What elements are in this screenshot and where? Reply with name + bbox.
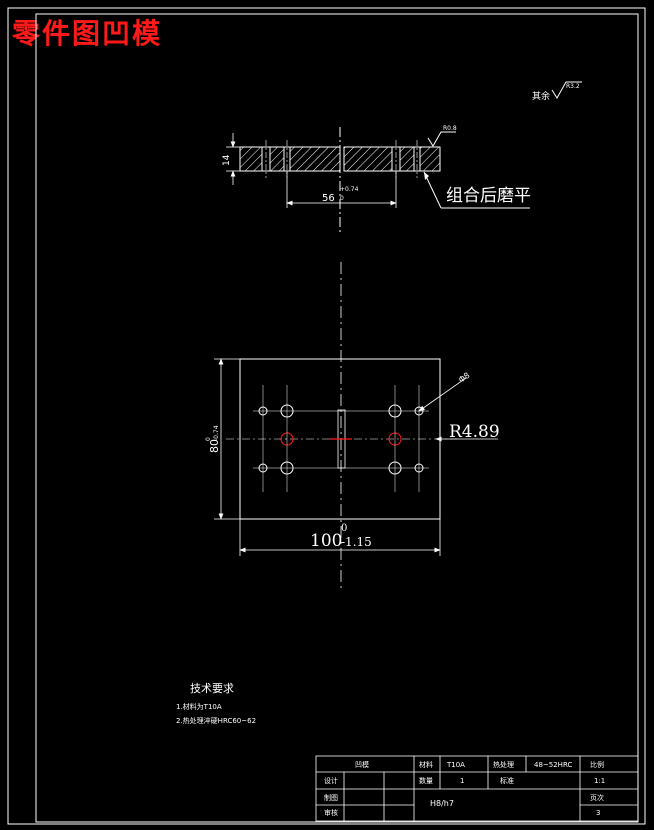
svg-text:R0.8: R0.8 bbox=[443, 125, 457, 132]
svg-text:14: 14 bbox=[222, 154, 232, 166]
svg-text:页次: 页次 bbox=[590, 793, 604, 802]
grind-note: 组合后磨平 bbox=[446, 186, 531, 206]
svg-text:T10A: T10A bbox=[446, 761, 465, 769]
svg-text:+0.74: +0.74 bbox=[340, 186, 359, 193]
radius-label: R4.89 bbox=[449, 422, 500, 442]
svg-text:-0.74: -0.74 bbox=[213, 425, 220, 441]
svg-text:审核: 审核 bbox=[324, 808, 338, 817]
svg-text:1: 1 bbox=[460, 777, 464, 785]
svg-text:R3.2: R3.2 bbox=[566, 83, 580, 90]
outer-border bbox=[7, 7, 646, 825]
svg-text:2.热处理淬硬HRC60~62: 2.热处理淬硬HRC60~62 bbox=[176, 716, 256, 725]
svg-text:1.材料为T10A: 1.材料为T10A bbox=[176, 702, 222, 711]
svg-text:0: 0 bbox=[205, 437, 212, 441]
svg-text:其余: 其余 bbox=[532, 90, 550, 102]
svg-text:技术要求: 技术要求 bbox=[190, 682, 234, 695]
svg-text:48~52HRC: 48~52HRC bbox=[534, 761, 572, 769]
svg-text:比例: 比例 bbox=[590, 760, 604, 769]
svg-text:设计: 设计 bbox=[324, 776, 338, 785]
svg-text:制图: 制图 bbox=[324, 793, 338, 802]
section-view: 14 56 +0.74 0 R0.8 组合后磨平 bbox=[222, 125, 531, 232]
svg-text:热处理: 热处理 bbox=[493, 760, 514, 769]
svg-text:0: 0 bbox=[341, 523, 347, 534]
svg-text:0: 0 bbox=[340, 195, 344, 202]
svg-text:3: 3 bbox=[596, 809, 600, 817]
title-block-text: 凹模 材料 T10A 热处理 48~52HRC 比例 设计 数量 1 标准 1:… bbox=[324, 760, 605, 817]
svg-text:材料: 材料 bbox=[419, 760, 433, 769]
svg-text:-1.15: -1.15 bbox=[341, 535, 372, 549]
plan-view: 80 0 -0.74 100 0 -1.15 R4.89 Φ8 bbox=[205, 262, 500, 590]
svg-text:数量: 数量 bbox=[419, 776, 433, 785]
svg-text:H8/h7: H8/h7 bbox=[430, 799, 454, 808]
tech-requirements: 技术要求 1.材料为T10A 2.热处理淬硬HRC60~62 bbox=[176, 682, 256, 725]
svg-text:100: 100 bbox=[310, 531, 342, 551]
svg-text:1:1: 1:1 bbox=[594, 777, 605, 785]
drawing-title: 零件图凹模 bbox=[12, 17, 163, 50]
svg-text:56: 56 bbox=[322, 193, 335, 204]
roughness-mark-top: 其余 R3.2 bbox=[532, 81, 582, 102]
svg-text:凹模: 凹模 bbox=[355, 760, 369, 769]
title-block bbox=[315, 755, 639, 822]
svg-text:80: 80 bbox=[208, 439, 221, 453]
svg-text:标准: 标准 bbox=[500, 776, 514, 785]
inner-border bbox=[35, 13, 639, 823]
